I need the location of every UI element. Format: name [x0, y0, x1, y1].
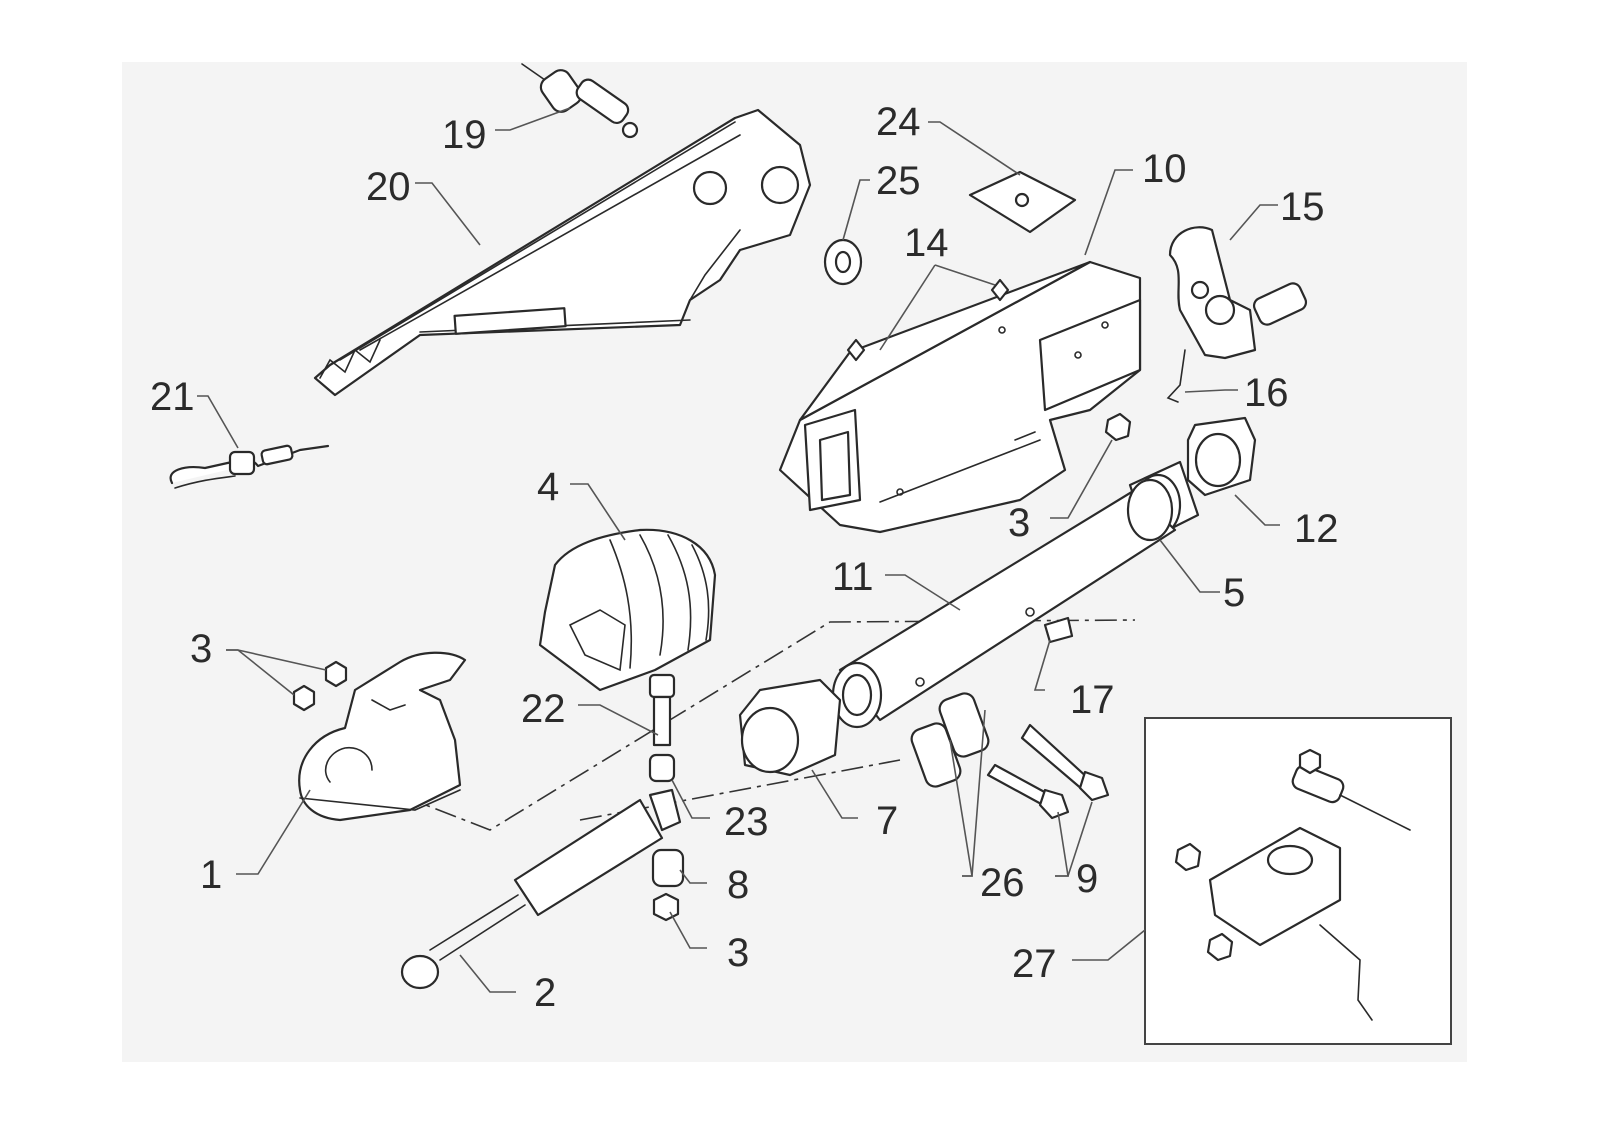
callout-4: 4 — [537, 465, 559, 509]
callout-3-bottom: 3 — [727, 931, 749, 975]
shaft-tube-part — [831, 478, 1177, 729]
square-bush-part — [738, 678, 842, 777]
nut-part-4 — [652, 892, 680, 922]
sleeve-part-2 — [938, 692, 990, 758]
callout-23: 23 — [724, 800, 769, 844]
callout-3-coupling: 3 — [190, 627, 212, 671]
callout-10: 10 — [1142, 147, 1187, 191]
bush-part-2 — [651, 848, 685, 888]
drawbar-housing-part — [778, 260, 1142, 534]
handbrake-lever-part — [313, 108, 812, 397]
callout-9: 9 — [1076, 857, 1098, 901]
callout-26: 26 — [980, 861, 1025, 905]
callout-19: 19 — [442, 113, 487, 157]
callout-15: 15 — [1280, 185, 1325, 229]
nut-part-2 — [324, 660, 348, 688]
callout-labels: 1 2 3 3 3 4 5 7 8 9 10 11 12 14 15 16 17… — [150, 100, 1339, 1015]
pin-part — [521, 63, 639, 139]
hex-bolt-part — [986, 723, 1110, 820]
jockey-wheel-clamp-part — [1174, 748, 1411, 1021]
coupling-head-part — [298, 651, 467, 822]
callout-14: 14 — [904, 221, 949, 265]
callout-1: 1 — [200, 853, 222, 897]
spring-pin-part — [1166, 349, 1186, 403]
damper-part — [400, 788, 682, 990]
callout-16: 16 — [1244, 371, 1289, 415]
callout-11: 11 — [832, 555, 874, 599]
bellows-part — [538, 528, 717, 692]
callout-8: 8 — [727, 863, 749, 907]
callout-17: 17 — [1070, 678, 1115, 722]
grease-nipple-part — [846, 338, 866, 362]
callout-27: 27 — [1012, 942, 1057, 986]
callout-3-housing: 3 — [1008, 501, 1030, 545]
key-part — [1043, 616, 1074, 644]
leader-lines — [197, 107, 1280, 993]
callout-7: 7 — [876, 799, 898, 843]
callout-21: 21 — [150, 375, 195, 419]
callout-12: 12 — [1294, 507, 1339, 551]
callout-25: 25 — [876, 159, 921, 203]
bolt-part — [648, 673, 676, 747]
callout-5: 5 — [1223, 571, 1245, 615]
nut-part-3 — [292, 684, 316, 712]
callout-2: 2 — [534, 971, 556, 1015]
callout-20: 20 — [366, 165, 411, 209]
bush-part — [1186, 416, 1257, 497]
callout-22: 22 — [521, 687, 566, 731]
spacer-part — [648, 753, 676, 783]
callout-24: 24 — [876, 100, 921, 144]
breakaway-cable-part — [169, 444, 330, 489]
plate-hole — [1014, 192, 1030, 208]
latch-mechanism-part — [1168, 226, 1308, 360]
nut-part — [1104, 412, 1132, 442]
washer-hole — [834, 250, 852, 274]
grease-nipple-part-2 — [990, 278, 1010, 302]
